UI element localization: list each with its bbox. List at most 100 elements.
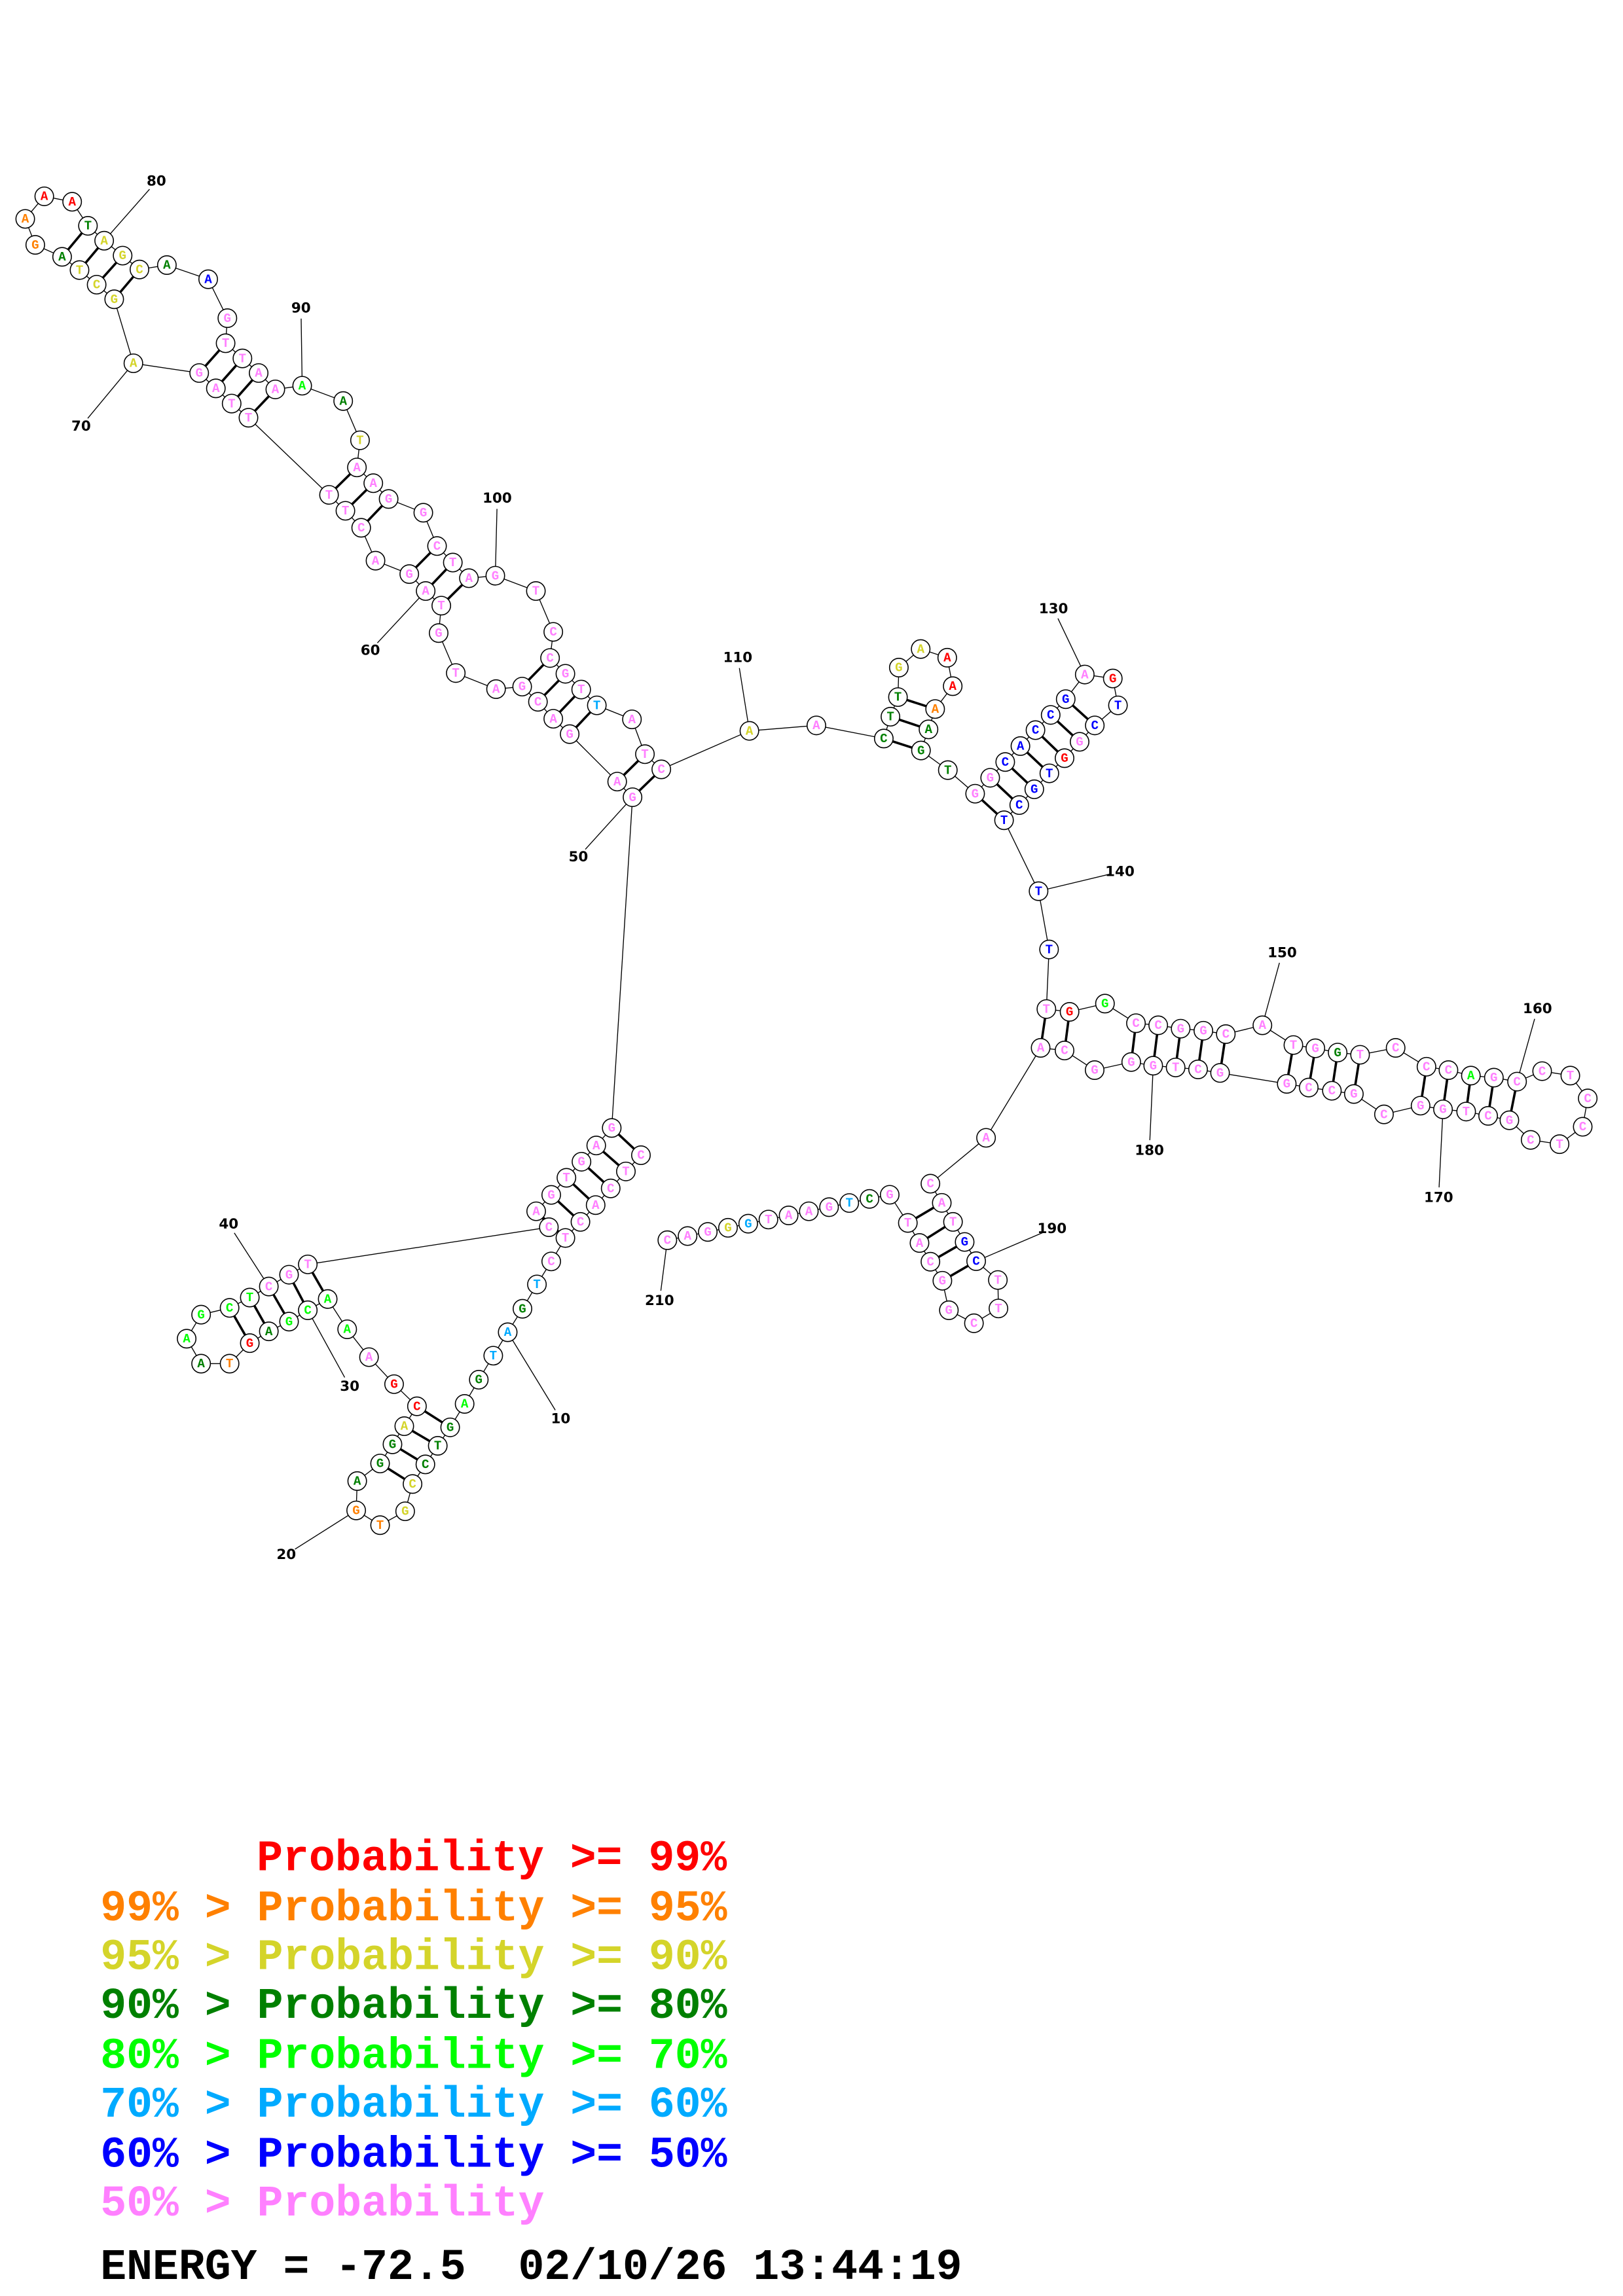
nucleotide-base: C bbox=[136, 262, 143, 277]
nucleotide-circle bbox=[739, 721, 759, 741]
nucleotide-circle bbox=[483, 1346, 503, 1366]
nucleotide: A bbox=[318, 1289, 338, 1309]
nucleotide: G bbox=[965, 783, 985, 804]
nucleotide-base: G bbox=[1066, 1005, 1074, 1020]
nucleotide-circle bbox=[964, 1313, 984, 1333]
nucleotide-base: C bbox=[637, 1149, 645, 1163]
nucleotide-circle bbox=[585, 1195, 606, 1215]
backbone-segment bbox=[1220, 1072, 1287, 1085]
nucleotide: C bbox=[298, 1300, 318, 1320]
nucleotide-circle bbox=[651, 759, 672, 780]
nucleotide-base: A bbox=[938, 1196, 946, 1211]
nucleotide-base: C bbox=[1513, 1075, 1521, 1089]
nucleotide: A bbox=[359, 1347, 379, 1367]
nucleotide-base: T bbox=[944, 763, 952, 778]
nucleotide-base: G bbox=[31, 238, 39, 253]
backbone-segment bbox=[248, 417, 330, 495]
nucleotide-circle bbox=[1148, 1015, 1169, 1035]
nucleotide-circle bbox=[1216, 1024, 1236, 1045]
nucleotide-base: A bbox=[982, 1131, 990, 1145]
nucleotide-circle bbox=[129, 259, 149, 279]
nucleotide: C bbox=[543, 622, 564, 642]
nucleotide-base: G bbox=[1216, 1066, 1224, 1081]
nucleotide-circle bbox=[25, 235, 45, 255]
nucleotide-circle bbox=[459, 568, 479, 588]
nucleotide-base: C bbox=[534, 695, 541, 709]
nucleotide: T bbox=[240, 1287, 260, 1308]
nucleotide-base: G bbox=[1091, 1064, 1099, 1078]
nucleotide-circle bbox=[1095, 994, 1115, 1014]
nucleotide-base: C bbox=[265, 1280, 272, 1294]
nucleotide-base: A bbox=[805, 1204, 813, 1219]
nucleotide-circle bbox=[15, 209, 35, 229]
nucleotide-base: G bbox=[1177, 1022, 1185, 1036]
nucleotide-base: G bbox=[285, 1268, 293, 1282]
nucleotide-circle bbox=[265, 379, 285, 399]
nucleotide-circle bbox=[259, 1276, 279, 1297]
nucleotide: T bbox=[635, 744, 655, 764]
nucleotide-circle bbox=[359, 1347, 379, 1367]
nucleotide-base: G bbox=[629, 791, 636, 805]
nucleotide: A bbox=[363, 473, 384, 493]
nucleotide: G bbox=[382, 1434, 403, 1454]
nucleotide-circle bbox=[526, 581, 546, 601]
nucleotide: G bbox=[1328, 1043, 1348, 1063]
position-tick bbox=[1438, 1109, 1444, 1188]
nucleotide-base: C bbox=[409, 1477, 416, 1492]
nucleotide-circle bbox=[1055, 1041, 1074, 1061]
nucleotide-circle bbox=[1456, 1102, 1476, 1122]
nucleotide-circle bbox=[1165, 1057, 1186, 1077]
nucleotide-base: A bbox=[100, 234, 108, 248]
nucleotide-base: C bbox=[1194, 1063, 1202, 1077]
nucleotide-base: A bbox=[197, 1357, 205, 1371]
nucleotide: A bbox=[1074, 664, 1095, 685]
nucleotide-base: C bbox=[93, 278, 101, 293]
nucleotide-circle bbox=[988, 1270, 1008, 1290]
nucleotide: T bbox=[232, 348, 253, 368]
nucleotide: T bbox=[616, 1161, 636, 1181]
nucleotide-base: C bbox=[1584, 1092, 1592, 1106]
nucleotide-base: C bbox=[970, 1316, 978, 1331]
nucleotide-base: C bbox=[1002, 755, 1010, 770]
position-label-ticks bbox=[87, 188, 1535, 1550]
nucleotide-circle bbox=[570, 1211, 591, 1232]
nucleotide-base: C bbox=[1032, 723, 1040, 738]
nucleotide-circle bbox=[635, 744, 655, 764]
nucleotide: C bbox=[873, 728, 894, 749]
nucleotide-base: G bbox=[385, 492, 393, 507]
nucleotide-circle bbox=[347, 1471, 367, 1491]
nucleotide-base: G bbox=[111, 293, 119, 307]
nucleotide-circle bbox=[540, 648, 560, 668]
nucleotide-base: C bbox=[422, 1458, 429, 1472]
nucleotide: T bbox=[1283, 1035, 1304, 1055]
nucleotide-circle bbox=[630, 1145, 651, 1166]
nucleotide: T bbox=[238, 408, 259, 428]
nucleotide-base: G bbox=[119, 249, 127, 263]
nucleotide: T bbox=[527, 1274, 547, 1295]
position-label: 20 bbox=[276, 1547, 296, 1563]
nucleotide: A bbox=[1010, 736, 1030, 756]
nucleotide-base: A bbox=[369, 476, 377, 491]
nucleotide-base: G bbox=[547, 1188, 555, 1202]
nucleotide-base: A bbox=[949, 679, 957, 694]
nucleotide: T bbox=[446, 663, 466, 683]
position-tick bbox=[739, 668, 750, 731]
nucleotide: A bbox=[778, 1206, 799, 1225]
nucleotide-circle bbox=[873, 728, 894, 749]
nucleotide: G bbox=[189, 363, 210, 383]
nucleotide-base: T bbox=[577, 683, 585, 697]
nucleotide-circle bbox=[1036, 999, 1057, 1019]
position-label: 210 bbox=[645, 1293, 674, 1309]
nucleotide: C bbox=[528, 692, 548, 712]
nucleotide: A bbox=[347, 1471, 367, 1491]
nucleotide-circle bbox=[512, 677, 532, 697]
nucleotide: T bbox=[69, 260, 90, 280]
nucleotide-circle bbox=[69, 260, 90, 280]
nucleotide: C bbox=[539, 1217, 559, 1238]
nucleotide-circle bbox=[198, 269, 218, 289]
nucleotide-base: A bbox=[504, 1325, 512, 1340]
nucleotide: T bbox=[1036, 999, 1057, 1019]
nucleotide-circle bbox=[1084, 1060, 1104, 1080]
nucleotide: T bbox=[1550, 1134, 1570, 1155]
